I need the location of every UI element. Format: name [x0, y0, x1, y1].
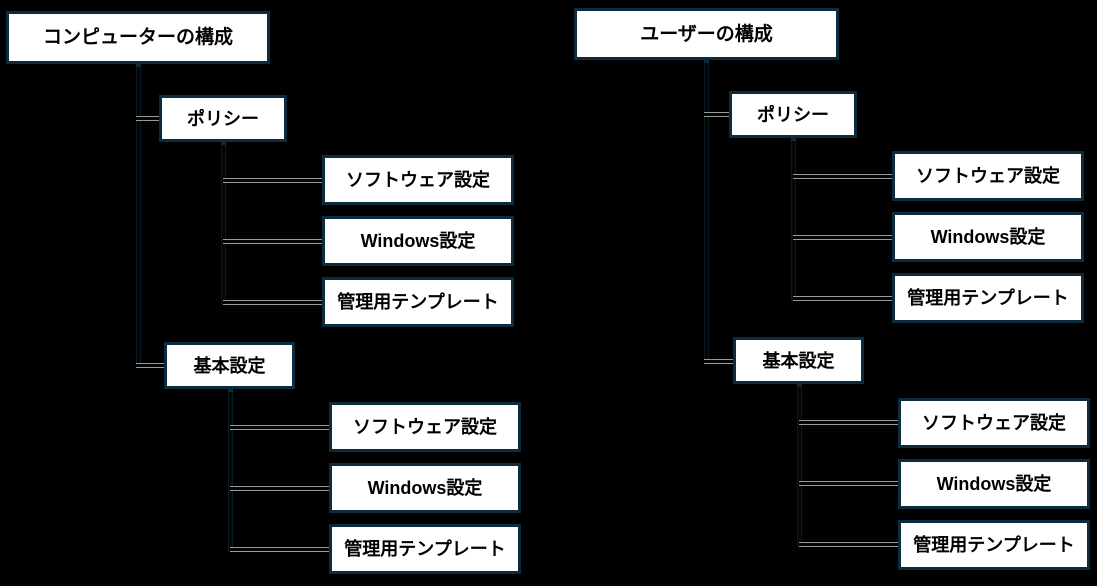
- node-user-policies-admin-templates[interactable]: 管理用テンプレート: [892, 273, 1084, 323]
- node-label: ユーザーの構成: [640, 23, 773, 45]
- connector-tick: [221, 140, 226, 145]
- node-label: ソフトウェア設定: [916, 166, 1060, 186]
- connector-policies-spine-user: [791, 138, 796, 301]
- node-user-policies[interactable]: ポリシー: [729, 91, 857, 138]
- node-computer-preferences-software-settings[interactable]: ソフトウェア設定: [329, 402, 521, 452]
- connector-tick: [136, 62, 141, 67]
- connector-policies-child-3-computer: [223, 300, 325, 305]
- connector-preferences-spine-computer: [228, 389, 233, 552]
- node-computer-policies-admin-templates[interactable]: 管理用テンプレート: [322, 277, 514, 327]
- node-label: 基本設定: [193, 355, 266, 376]
- connector-preferences-child-2-user: [799, 481, 901, 486]
- connector-computer-to-preferences: [136, 363, 166, 368]
- node-label: コンピューターの構成: [42, 27, 233, 48]
- node-label: ソフトウェア設定: [922, 413, 1066, 433]
- connector-preferences-child-1-computer: [230, 425, 332, 430]
- node-computer-preferences[interactable]: 基本設定: [164, 342, 295, 389]
- node-user-preferences-admin-templates[interactable]: 管理用テンプレート: [898, 520, 1090, 570]
- connector-preferences-child-2-computer: [230, 486, 332, 491]
- connector-trunk-computer: [136, 64, 141, 366]
- node-user-preferences-windows-settings[interactable]: Windows設定: [898, 459, 1090, 509]
- node-label: ポリシー: [187, 108, 259, 129]
- connector-preferences-child-3-user: [799, 542, 901, 547]
- connector-policies-spine-computer: [221, 142, 226, 305]
- node-label: 管理用テンプレート: [337, 292, 499, 312]
- connector-preferences-spine-user: [797, 384, 802, 547]
- connector-tick: [704, 58, 709, 63]
- node-label: Windows設定: [360, 231, 476, 251]
- node-computer-policies-windows-settings[interactable]: Windows設定: [322, 216, 514, 266]
- node-user-preferences-software-settings[interactable]: ソフトウェア設定: [898, 398, 1090, 448]
- node-computer-configuration-root[interactable]: コンピューターの構成: [6, 11, 270, 64]
- connector-policies-child-1-user: [793, 174, 895, 179]
- connector-preferences-child-3-computer: [230, 547, 332, 552]
- connector-policies-child-3-user: [793, 296, 895, 301]
- connector-computer-to-policies: [136, 116, 162, 121]
- node-label: ポリシー: [757, 104, 829, 125]
- node-user-policies-software-settings[interactable]: ソフトウェア設定: [892, 151, 1084, 201]
- node-label: 管理用テンプレート: [344, 539, 506, 559]
- connector-policies-child-2-user: [793, 235, 895, 240]
- node-label: ソフトウェア設定: [353, 417, 497, 437]
- node-computer-preferences-admin-templates[interactable]: 管理用テンプレート: [329, 524, 521, 574]
- node-user-policies-windows-settings[interactable]: Windows設定: [892, 212, 1084, 262]
- connector-policies-child-1-computer: [223, 178, 325, 183]
- connector-policies-child-2-computer: [223, 239, 325, 244]
- node-computer-policies-software-settings[interactable]: ソフトウェア設定: [322, 155, 514, 205]
- node-label: 管理用テンプレート: [907, 288, 1069, 308]
- connector-preferences-child-1-user: [799, 420, 901, 425]
- connector-trunk-user: [704, 60, 709, 362]
- connector-tick: [791, 136, 796, 141]
- node-computer-preferences-windows-settings[interactable]: Windows設定: [329, 463, 521, 513]
- node-user-preferences[interactable]: 基本設定: [733, 337, 864, 384]
- node-label: Windows設定: [936, 474, 1052, 494]
- connector-user-to-policies: [704, 112, 732, 117]
- connector-tick: [797, 382, 802, 387]
- node-user-configuration-root[interactable]: ユーザーの構成: [574, 8, 839, 60]
- connector-tick: [228, 387, 233, 392]
- node-label: Windows設定: [367, 478, 483, 498]
- node-computer-policies[interactable]: ポリシー: [159, 95, 287, 142]
- connector-user-to-preferences: [704, 359, 734, 364]
- node-label: 基本設定: [762, 350, 835, 371]
- node-label: Windows設定: [930, 227, 1046, 247]
- node-label: ソフトウェア設定: [346, 170, 490, 190]
- node-label: 管理用テンプレート: [913, 535, 1075, 555]
